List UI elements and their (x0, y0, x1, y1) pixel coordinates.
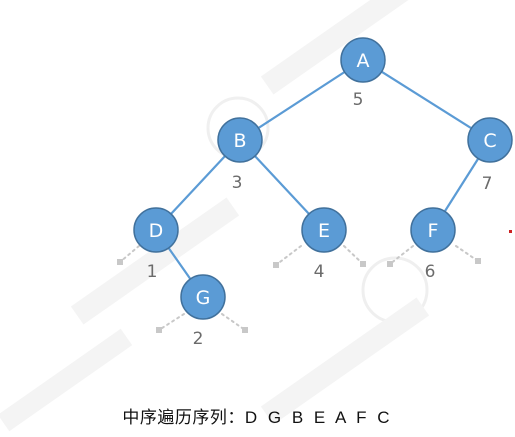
node-order-number: 2 (193, 329, 204, 349)
node-label: G (196, 287, 211, 309)
null-link (389, 245, 414, 265)
node-circle (340, 37, 386, 83)
null-link-end (242, 327, 248, 333)
node-circle (467, 117, 513, 163)
null-link (343, 245, 364, 265)
node-order-number: 7 (482, 174, 493, 194)
null-link (158, 313, 185, 331)
node-label: C (483, 130, 496, 152)
node-label: E (318, 220, 330, 242)
null-link (275, 245, 302, 266)
traversal-caption: 中序遍历序列：D G B E A F C (0, 403, 515, 428)
watermark-stripe (0, 328, 133, 432)
caption-label: 中序遍历序列： (122, 408, 245, 428)
node-order-number: 4 (314, 262, 325, 282)
watermark-stripe (70, 197, 240, 325)
null-child-links (117, 245, 481, 333)
node-circle (410, 207, 456, 253)
node-order-number: 6 (425, 262, 436, 282)
null-link (119, 245, 140, 263)
node-circle (180, 274, 226, 320)
null-link-end (117, 259, 123, 265)
watermark-stripe (260, 297, 430, 425)
node-circle (133, 207, 179, 253)
tree-edge-a-b (239, 59, 364, 141)
caption-sequence: D G B E A F C (244, 408, 393, 427)
null-link-end (360, 261, 366, 267)
node-order-number: 1 (147, 262, 158, 282)
tree-node-b: B3 (217, 117, 263, 193)
null-link-end (273, 262, 279, 268)
null-link (455, 245, 479, 262)
null-link-end (475, 258, 481, 264)
null-link-end (156, 327, 162, 333)
tree-edge-a-c (362, 59, 491, 141)
node-circle (217, 117, 263, 163)
node-circle (301, 207, 347, 253)
node-label: B (233, 130, 246, 152)
red-mark (509, 230, 512, 233)
null-link-end (387, 261, 393, 267)
node-order-number: 5 (353, 90, 364, 110)
null-link (221, 313, 246, 331)
tree-node-f: F6 (410, 207, 456, 282)
node-label: A (357, 50, 370, 72)
watermark-stripe (260, 0, 430, 95)
node-order-number: 3 (232, 173, 243, 193)
watermark (0, 0, 430, 432)
node-label: D (149, 220, 164, 242)
tree-node-e: E4 (301, 207, 347, 282)
tree-node-c: C7 (467, 117, 513, 194)
node-label: F (428, 220, 439, 242)
tree-node-a: A5 (340, 37, 386, 110)
tree-node-g: G2 (180, 274, 226, 349)
tree-node-d: D1 (133, 207, 179, 282)
